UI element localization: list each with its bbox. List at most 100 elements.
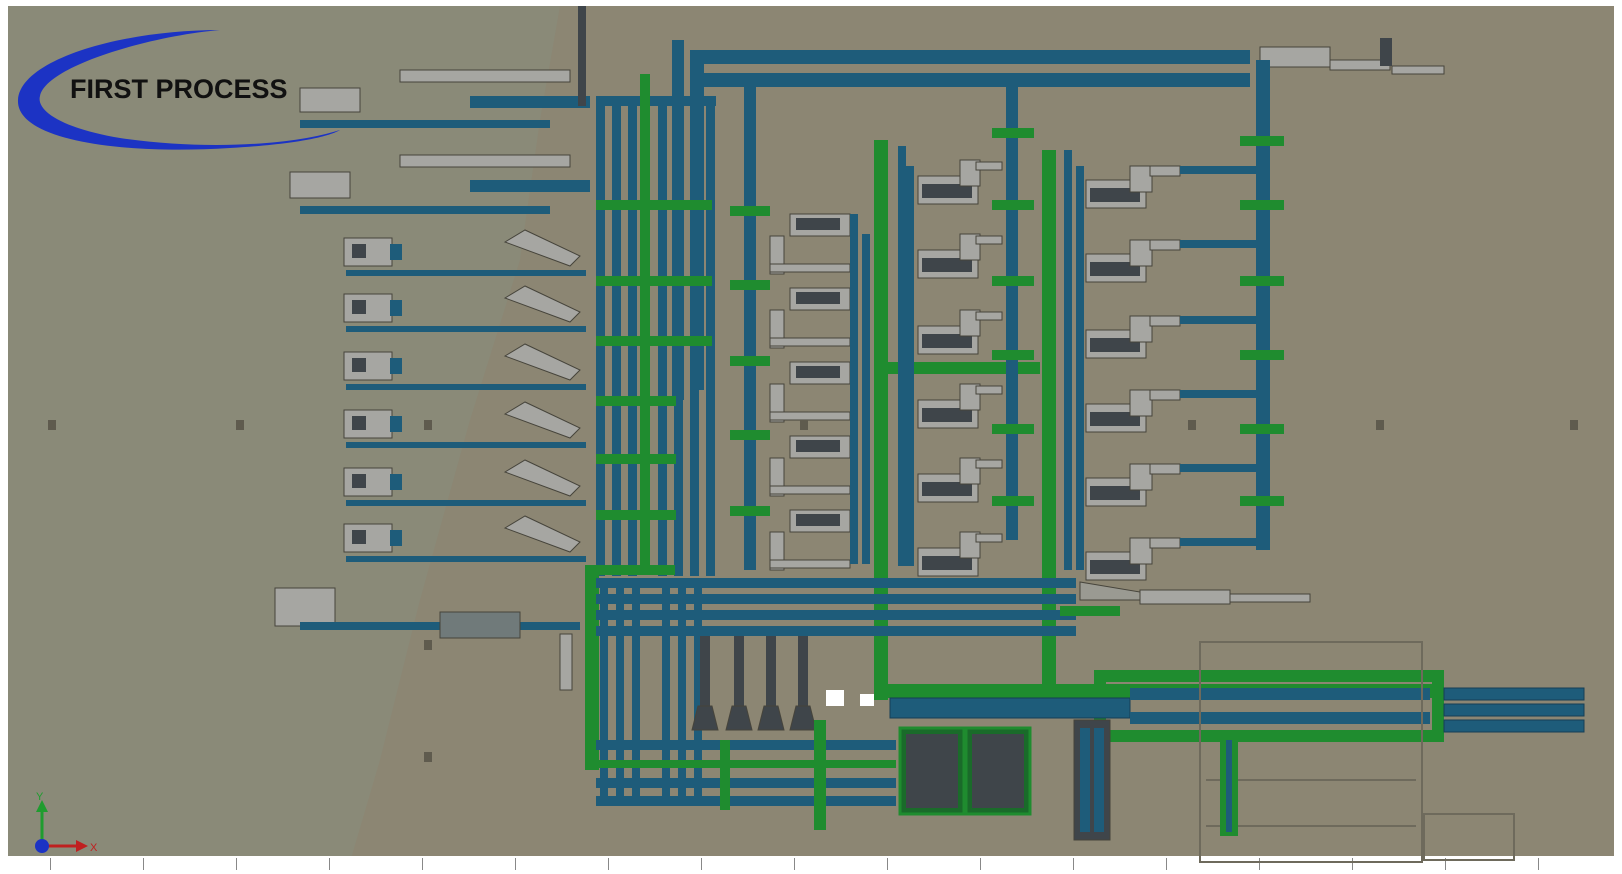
machine-stub xyxy=(975,533,1003,543)
lower-lane xyxy=(600,580,608,800)
scale-tick xyxy=(1538,858,1539,870)
green-marker xyxy=(1240,424,1284,434)
machine-feed-line xyxy=(1180,240,1256,248)
machine-detail xyxy=(1090,412,1140,426)
vertical-conveyor-with-markers xyxy=(730,80,770,570)
machine-detail xyxy=(1090,338,1140,352)
scale-tick xyxy=(701,858,702,870)
machine-detail xyxy=(352,474,366,488)
machine-detail xyxy=(352,244,366,258)
scale-tick xyxy=(887,858,888,870)
green-marker xyxy=(1240,496,1284,506)
green-marker xyxy=(992,350,1034,360)
scale-tick xyxy=(1259,858,1260,870)
middle-machine-column xyxy=(769,213,870,571)
main-green-spine xyxy=(874,140,1444,742)
lower-mid-conveyor xyxy=(826,687,1585,733)
collector-lane xyxy=(898,146,906,566)
machine-detail xyxy=(1090,486,1140,500)
green-marker xyxy=(1240,136,1284,146)
machine-arm xyxy=(1129,537,1153,565)
logo-text: FIRST PROCESS xyxy=(70,74,288,104)
machine-stub xyxy=(1149,537,1181,549)
machine-feed-line xyxy=(1180,166,1256,174)
machine-stub xyxy=(975,311,1003,321)
machine-base xyxy=(769,485,851,495)
angled-infeed xyxy=(503,515,581,553)
scale-tick xyxy=(236,858,237,870)
axis-x-label: X xyxy=(90,842,98,854)
machine-feed-line xyxy=(1180,390,1256,398)
machine-arm xyxy=(1129,315,1153,343)
machine-feed xyxy=(390,244,402,260)
angled-infeed xyxy=(503,285,581,323)
machine-detail xyxy=(352,530,366,544)
lower-lane xyxy=(678,580,686,800)
feed-line xyxy=(346,442,586,448)
right-machine-column-a xyxy=(898,146,1003,577)
scale-tick xyxy=(50,858,51,870)
collector-lane xyxy=(862,234,870,564)
machine-detail xyxy=(922,556,972,570)
scale-tick xyxy=(794,858,795,870)
scale-tick xyxy=(1073,858,1074,870)
machine-stub xyxy=(1149,389,1181,401)
machine-detail xyxy=(922,258,972,272)
scale-tick xyxy=(422,858,423,870)
funnel xyxy=(691,705,719,731)
angled-infeed xyxy=(503,401,581,439)
machine-feed xyxy=(390,530,402,546)
machine-arm xyxy=(959,159,981,187)
machine-arm xyxy=(1129,165,1153,193)
hatched-cell-blocks xyxy=(898,719,1111,841)
machine-base xyxy=(769,263,851,273)
machine-detail xyxy=(796,218,840,230)
machine-feed-line xyxy=(1180,538,1256,546)
machine-stub xyxy=(975,385,1003,395)
collector-lane xyxy=(850,214,858,564)
scale-tick xyxy=(980,858,981,870)
green-marker xyxy=(992,276,1034,286)
green-marker xyxy=(992,200,1034,210)
collector-lane xyxy=(906,166,914,566)
green-marker xyxy=(992,424,1034,434)
machine-stub xyxy=(975,459,1003,469)
green-marker xyxy=(730,506,770,516)
left-machine-rows xyxy=(343,229,586,562)
machine-arm xyxy=(1129,239,1153,267)
machine-arm xyxy=(959,457,981,485)
scale-tick xyxy=(329,858,330,870)
machine-base xyxy=(769,411,851,421)
machine-stub xyxy=(975,235,1003,245)
machine-base xyxy=(769,337,851,347)
machine-detail xyxy=(922,184,972,198)
angled-infeed xyxy=(503,459,581,497)
machine-stub xyxy=(1149,239,1181,251)
feed-line xyxy=(346,500,586,506)
green-marker xyxy=(992,496,1034,506)
lower-lane xyxy=(632,580,640,800)
green-marker xyxy=(992,128,1034,138)
machine-detail xyxy=(796,440,840,452)
funnel xyxy=(725,705,753,731)
scale-tick xyxy=(515,858,516,870)
machine-unit xyxy=(343,467,393,497)
machine-arm xyxy=(959,383,981,411)
axis-triad: Y X xyxy=(35,791,98,854)
scale-tick xyxy=(1166,858,1167,870)
scale-tick xyxy=(1352,858,1353,870)
lower-right-bay-outline xyxy=(1199,641,1515,863)
lower-lane xyxy=(694,580,702,800)
machine-unit xyxy=(343,351,393,381)
first-process-logo: FIRST PROCESS xyxy=(17,30,340,150)
bottom-scale-strip xyxy=(8,856,1614,874)
machine-detail xyxy=(922,334,972,348)
green-marker xyxy=(1240,200,1284,210)
feed-line xyxy=(346,384,586,390)
upper-left-feed-lines xyxy=(289,6,590,214)
machine-arm xyxy=(1129,463,1153,491)
lower-vertical-drops xyxy=(691,636,817,731)
floor-shaded-region xyxy=(8,6,560,862)
horizontal-collector-bundle xyxy=(596,578,1311,636)
